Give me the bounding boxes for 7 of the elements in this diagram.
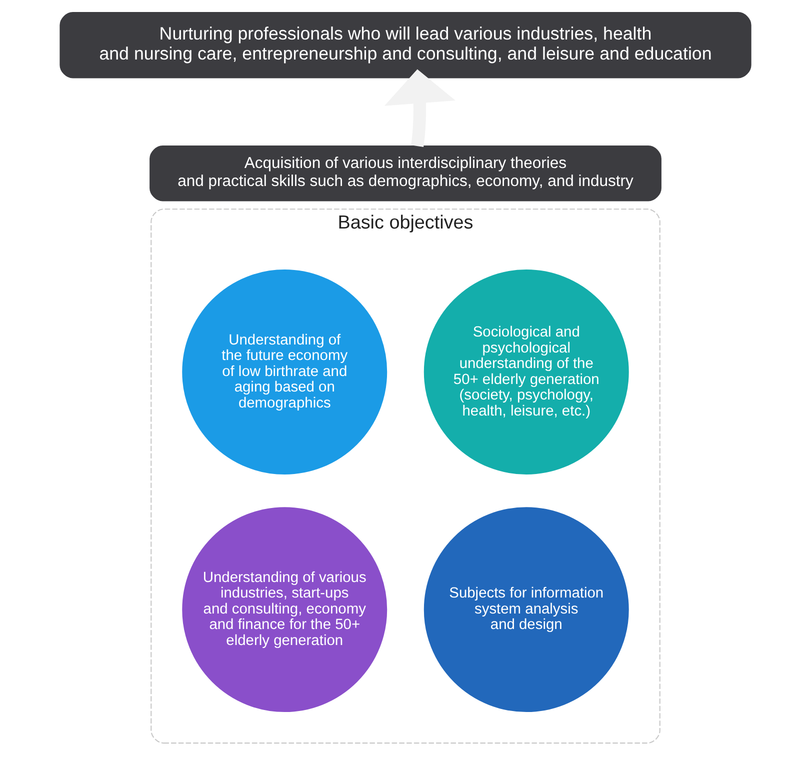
node-circle: Sociological and psychological understanding of the 50+ elderly generation (society, psychology, health, leisure, etc.) [423, 270, 628, 474]
arrow [384, 69, 455, 147]
node-circle: Understanding of various industries, start-ups and consulting, economy and finance for the 50+ elderly generation [182, 507, 387, 712]
node-circle: Subjects for information system analysis and design [423, 507, 628, 712]
node-circle: Understanding of the future economy of low birthrate and aging based on demographics [182, 270, 387, 474]
node-box: Acquisition of various interdisciplinary theories and practical skills such as demographics, economy, and industry [149, 146, 661, 202]
node-box: Nurturing professionals who will lead various industries, health and nursing care, entrepreneurship and consulting, and leisure and education [59, 12, 751, 78]
